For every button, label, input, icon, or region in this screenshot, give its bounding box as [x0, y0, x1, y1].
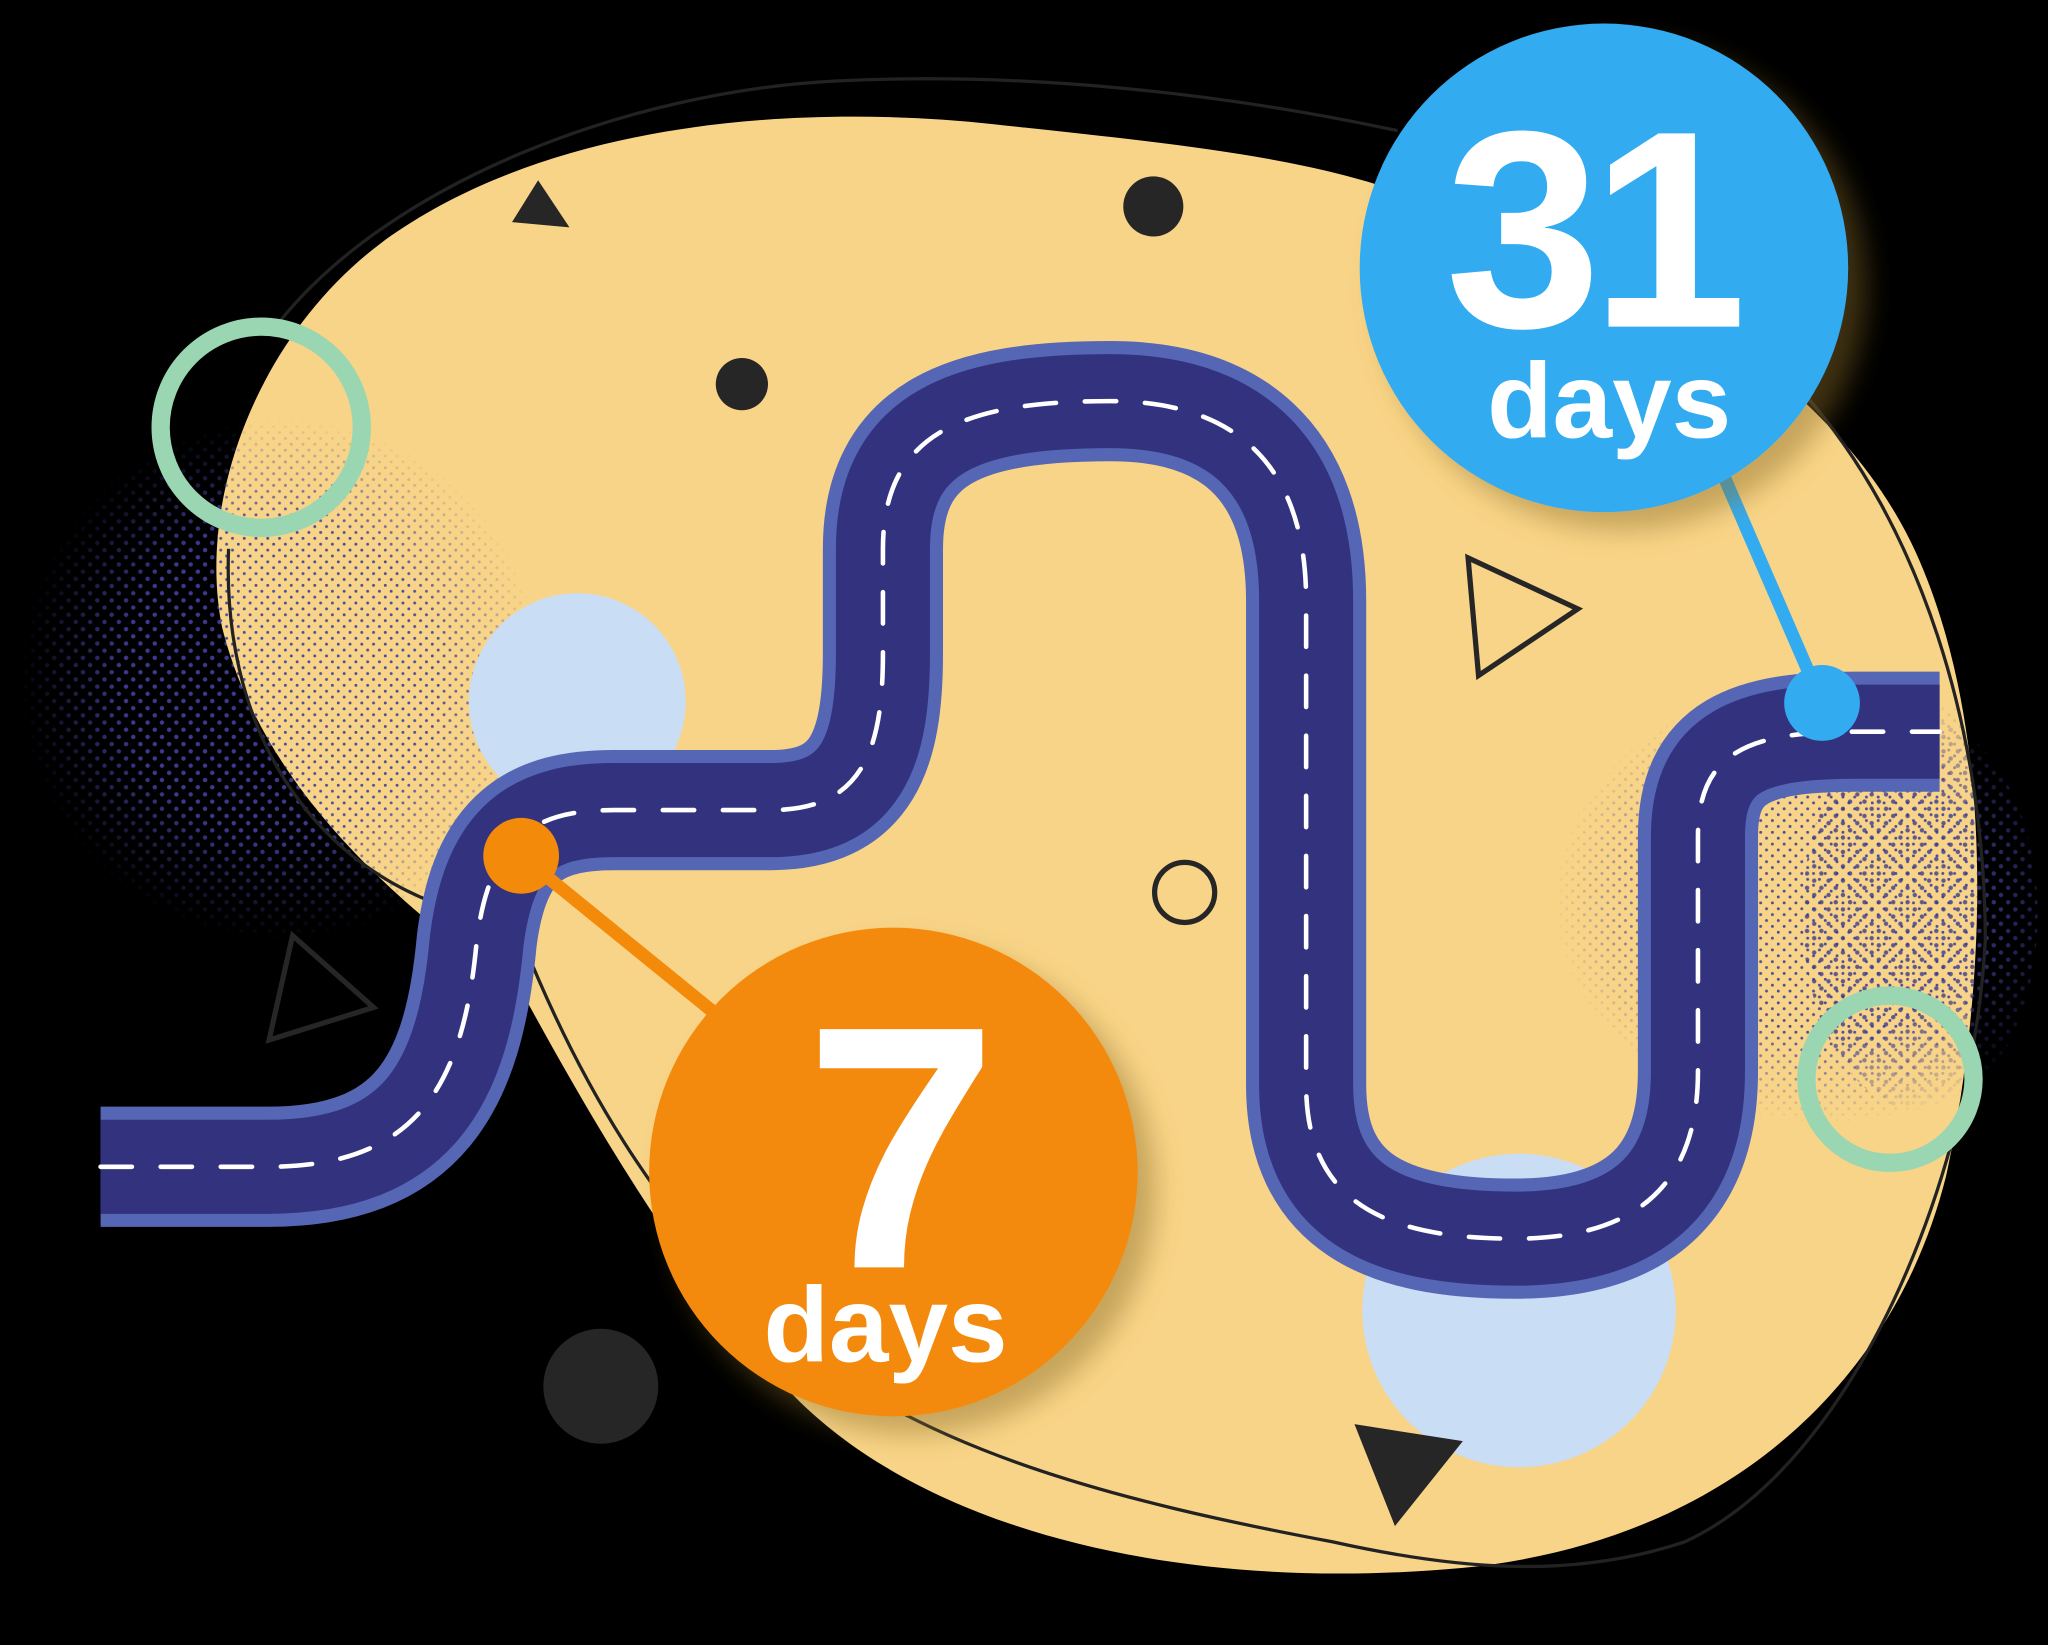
triangle-outline-right [1465, 553, 1584, 681]
milestone-start-pin [483, 817, 560, 894]
green-ring-left [151, 317, 371, 538]
milestone-start-connector [517, 850, 720, 1019]
milestone-badge-7-days: 7 days [649, 927, 1138, 1417]
triangle-filled-bottom [1354, 1424, 1463, 1527]
dot-mid [715, 358, 768, 411]
road-center-dashes [98, 398, 1942, 1241]
milestone-end-unit: days [1487, 341, 1731, 461]
dot-bottom-left [543, 1328, 659, 1444]
dot-top [1123, 176, 1184, 237]
green-ring-right [1797, 986, 1983, 1173]
milestone-badge-31-days: 31 days [1359, 23, 1849, 513]
milestone-start-number: 7 [805, 955, 997, 1341]
milestone-end-pin [1784, 665, 1860, 741]
milestone-start-unit: days [764, 1264, 1008, 1384]
road [98, 341, 1942, 1299]
triangle-outline-left [265, 930, 379, 1044]
milestone-end-number: 31 [1445, 73, 1740, 387]
triangle-filled-top [512, 180, 570, 228]
ring-small-outline [1151, 859, 1218, 926]
milestone-end-connector [1718, 474, 1829, 706]
